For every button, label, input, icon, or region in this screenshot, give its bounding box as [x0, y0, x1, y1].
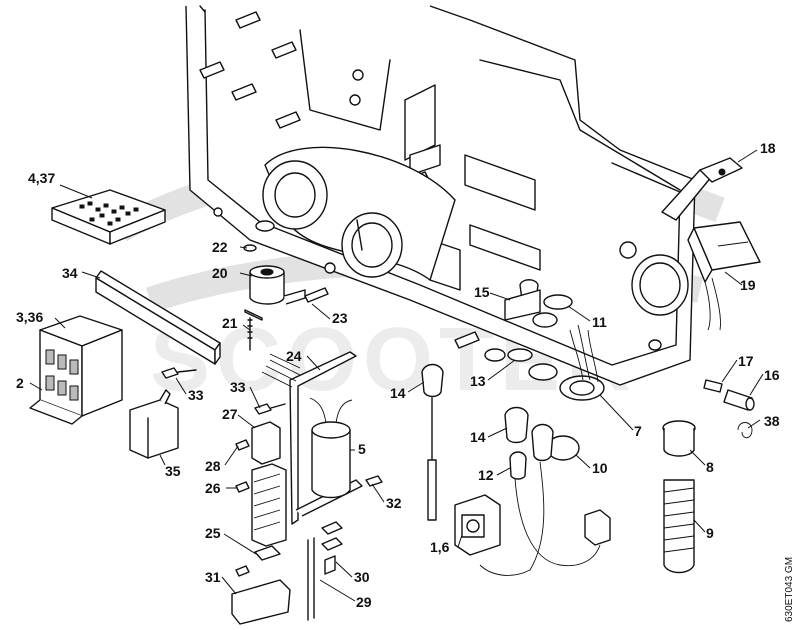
- callout-34: 34: [62, 265, 78, 281]
- callout-35: 35: [165, 463, 181, 479]
- callout-2: 2: [16, 375, 24, 391]
- cable-grommets: [421, 279, 541, 521]
- hour-meter: [687, 221, 761, 331]
- callout-5: 5: [358, 441, 366, 457]
- callout-33-left: 33: [188, 387, 204, 403]
- callout-labels: 18 4,37 22 20 19 34 15 11 3,36 21 23 13 …: [16, 140, 780, 610]
- fuse: [703, 379, 755, 411]
- callout-3-36: 3,36: [16, 309, 43, 325]
- callout-13: 13: [470, 373, 486, 389]
- fuse-holder: [662, 420, 753, 574]
- callout-38: 38: [764, 413, 780, 429]
- callout-11: 11: [592, 314, 607, 330]
- leader-lines: [29, 149, 764, 602]
- holder-assembly: [243, 244, 329, 351]
- callout-22: 22: [212, 239, 228, 255]
- toggle-switch: [661, 157, 743, 221]
- callout-20: 20: [212, 265, 228, 281]
- callout-7: 7: [634, 423, 642, 439]
- capacitor: [309, 397, 353, 499]
- callout-19: 19: [740, 277, 756, 293]
- callout-14-lower: 14: [470, 429, 486, 445]
- din-rail: [95, 270, 221, 365]
- small-brackets: [231, 521, 343, 625]
- callout-33-right: 33: [230, 379, 246, 395]
- callout-10: 10: [592, 460, 608, 476]
- callout-8: 8: [706, 459, 714, 475]
- callout-25: 25: [205, 525, 221, 541]
- callout-1-6: 1,6: [430, 539, 450, 555]
- callout-21: 21: [222, 315, 238, 331]
- level-switch: [454, 494, 611, 556]
- callout-28: 28: [205, 458, 221, 474]
- cable-glands: [479, 294, 605, 576]
- callout-26: 26: [205, 480, 221, 496]
- callout-18: 18: [760, 140, 776, 156]
- callout-23: 23: [332, 310, 348, 326]
- callout-9: 9: [706, 525, 714, 541]
- callout-4-37: 4,37: [28, 170, 55, 186]
- contactor: [29, 315, 123, 425]
- callout-24: 24: [286, 348, 302, 364]
- callout-12: 12: [478, 467, 494, 483]
- circuit-board: [51, 189, 166, 245]
- callout-30: 30: [354, 569, 370, 585]
- relay: [129, 389, 179, 459]
- motor-drum: [262, 146, 456, 281]
- terminal-blocks: [251, 421, 287, 547]
- callout-15: 15: [474, 284, 490, 300]
- callout-27: 27: [222, 406, 238, 422]
- drawing-code: 630ET043 GM: [784, 557, 795, 622]
- callout-16: 16: [764, 367, 780, 383]
- callout-14-upper: 14: [390, 385, 406, 401]
- screws: [161, 367, 383, 577]
- callout-29: 29: [356, 594, 372, 610]
- callout-32: 32: [386, 495, 402, 511]
- callout-17: 17: [738, 353, 754, 369]
- callout-31: 31: [205, 569, 221, 585]
